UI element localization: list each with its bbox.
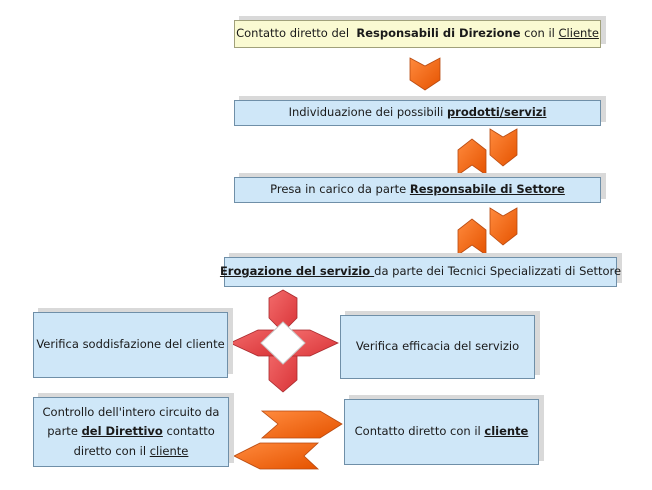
step-text-prefix: Contatto diretto con il — [354, 424, 485, 439]
up-chevron-icon — [457, 138, 487, 176]
step-text-line-3: diretto con il cliente — [74, 442, 189, 462]
step-text-underlined: Cliente — [558, 26, 599, 41]
step-text: Verifica soddisfazione del cliente — [36, 337, 225, 352]
line-3-underlined: cliente — [149, 443, 189, 458]
step-customer-satisfaction-check: Verifica soddisfazione del cliente — [33, 312, 228, 378]
step-service-effectiveness-check: Verifica efficacia del servizio — [340, 315, 535, 379]
step-direct-contact-management: Contatto diretto del Responsabili di Dir… — [234, 20, 601, 48]
right-arrow-icon — [260, 410, 343, 439]
step-text: Verifica efficacia del servizio — [355, 339, 520, 354]
down-chevron-icon — [409, 57, 441, 91]
step-text-bold: Responsabili di Direzione — [356, 26, 521, 41]
step-service-delivery: Erogazione del servizio da parte dei Tec… — [220, 257, 621, 287]
step-identify-products: Individuazione dei possibili prodotti/se… — [234, 100, 601, 126]
step-text-prefix: Contatto diretto del — [236, 26, 357, 41]
line-2-suffix: contatto — [162, 424, 215, 439]
line-2-bold-underlined: del Direttivo — [81, 424, 163, 439]
step-text-suffix: da parte dei Tecnici Specializzati di Se… — [374, 264, 622, 279]
step-direct-contact-customer: Contatto diretto con il cliente — [344, 399, 539, 465]
diamond-icon — [260, 321, 306, 365]
down-chevron-icon — [489, 128, 518, 167]
left-arrow-icon — [233, 442, 320, 470]
step-text-mid: con il — [520, 26, 559, 41]
step-text-bold-underlined: cliente — [484, 424, 529, 439]
step-text-prefix: Presa in carico da parte — [270, 182, 410, 197]
step-text-line-2: parte del Direttivo contatto — [47, 422, 215, 442]
down-chevron-icon — [489, 207, 518, 246]
step-text-prefix: Individuazione dei possibili — [288, 105, 447, 120]
step-text-bold-underlined: Erogazione del servizio — [219, 264, 375, 279]
step-board-circuit-control: Controllo dell'intero circuito da parte … — [33, 397, 229, 467]
line-2-prefix: parte — [47, 424, 82, 439]
step-text-line-1: Controllo dell'intero circuito da — [42, 404, 220, 419]
up-chevron-icon — [457, 218, 487, 256]
step-text-bold-underlined: prodotti/servizi — [446, 105, 547, 120]
step-text-bold-underlined: Responsabile di Settore — [409, 182, 565, 197]
step-sector-manager-takeover: Presa in carico da parte Responsabile di… — [234, 177, 601, 203]
line-3-prefix: diretto con il — [73, 443, 150, 458]
